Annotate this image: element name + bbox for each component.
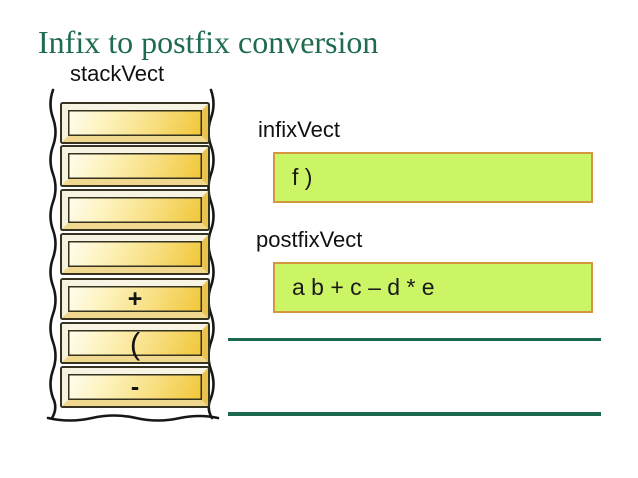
- divider-line-top: [228, 338, 601, 341]
- infix-value: f ): [292, 164, 313, 190]
- slide-title: Infix to postfix conversion: [38, 24, 379, 60]
- divider-line-bottom: [228, 412, 601, 416]
- stack-cell: [62, 147, 208, 185]
- stack-cell: [62, 191, 208, 229]
- stack-wall-left: [49, 88, 57, 420]
- postfix-box: a b + c – d * e: [273, 262, 593, 313]
- infix-box: f ): [273, 152, 593, 203]
- stack-cell: -: [62, 368, 208, 406]
- stack-wall-right: [207, 88, 215, 420]
- stack-bottom: [46, 414, 220, 422]
- stack-cell: [62, 235, 208, 273]
- stack-cell: (: [62, 324, 208, 362]
- postfix-label: postfixVect: [256, 227, 363, 252]
- postfix-value: a b + c – d * e: [292, 274, 435, 300]
- infix-label: infixVect: [258, 117, 340, 142]
- stack-cell: [62, 104, 208, 142]
- stack-outline: [46, 88, 220, 422]
- stack-cell: +: [62, 280, 208, 318]
- stack-label: stackVect: [70, 61, 165, 86]
